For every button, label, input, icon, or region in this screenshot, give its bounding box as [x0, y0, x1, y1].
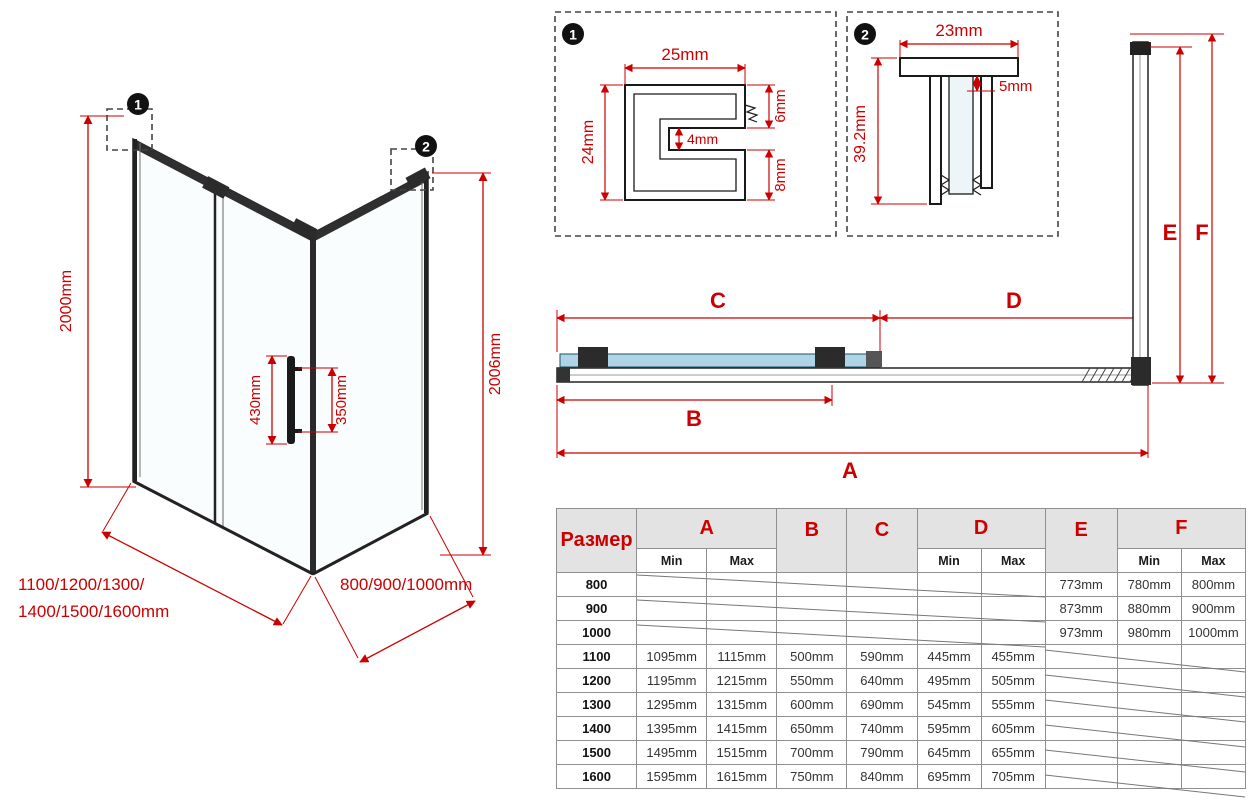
detail-1-view: 1 25mm 24: [554, 11, 837, 237]
iso-dimension-labels: 2000mm 2006mm 430mm 350mm 1100/1200/1300…: [18, 270, 504, 621]
door-handle: [287, 356, 302, 444]
size-cell: 1100: [555, 644, 638, 669]
glass-pane: [948, 65, 974, 195]
dim-handle-centers: 350mm: [333, 375, 350, 425]
seal-brush: [744, 104, 759, 123]
roller-carriage-left: [578, 347, 608, 367]
table-header-a: A: [636, 508, 778, 549]
detail-1-labels: 25mm 24mm 4mm 6mm 8mm: [580, 45, 789, 192]
table-header-e: E: [1044, 508, 1118, 573]
size-cell: 1300: [555, 692, 638, 717]
a-max-header: Max: [706, 548, 778, 573]
detail-1-callout-box: [106, 108, 153, 151]
dim-profile1-lower: 8mm: [772, 158, 789, 191]
detail-2-callout-box: [390, 148, 434, 191]
dim-height-right: 2006mm: [487, 333, 504, 395]
marker-2-number: 2: [422, 139, 430, 155]
roller-carriage-right: [815, 347, 845, 367]
f-min-header: Min: [1116, 548, 1182, 573]
marker-2-number: 2: [861, 27, 869, 43]
size-cell: 800: [555, 572, 638, 597]
profile-section-2: [899, 57, 1019, 205]
clip-right: [971, 174, 983, 196]
size-cell: 1600: [555, 764, 638, 789]
detail-1-dimensions: [600, 63, 775, 201]
dim-profile1-width: 25mm: [661, 45, 708, 64]
dim-profile2-width: 23mm: [935, 21, 982, 40]
detail-markers: 1 2: [106, 93, 437, 191]
side-panel-assembly: [1130, 41, 1151, 386]
profile-section-1: [624, 84, 759, 201]
table-header-size: Размер: [555, 508, 638, 573]
side-dimensions: [1130, 33, 1224, 384]
a-min-header: Min: [636, 548, 708, 573]
table-header-b: B: [776, 508, 848, 573]
frame-profiles: [132, 139, 429, 576]
marker-1-icon: [562, 23, 584, 45]
dim-label-b: B: [686, 406, 702, 431]
detail-2-view: 2 23mm 5mm 39.2mm: [846, 11, 1059, 237]
dim-handle-overall: 430mm: [247, 375, 264, 425]
dim-profile2-offset: 5mm: [999, 78, 1032, 95]
clip-left: [939, 174, 951, 196]
marker-1-number: 1: [569, 27, 577, 43]
plan-dimensions: [556, 310, 1149, 458]
size-table: Размер A B C D E F Min Max Min Max Min M…: [555, 508, 1247, 789]
side-dimension-labels: E F: [1163, 220, 1209, 245]
dim-width-options-line2: 1400/1500/1600mm: [18, 602, 169, 621]
dim-label-e: E: [1163, 220, 1178, 245]
track-end-cap: [557, 368, 570, 382]
dim-label-d: D: [1006, 288, 1022, 313]
table-header-f: F: [1116, 508, 1247, 549]
wall-profile-cap: [1130, 42, 1151, 55]
iso-dimensions: [80, 115, 491, 663]
dim-label-a: A: [842, 458, 858, 483]
plan-view: C D B A: [556, 288, 1149, 483]
dim-width-options-line1: 1100/1200/1300/: [18, 575, 145, 594]
d-min-header: Min: [916, 548, 982, 573]
f-max-header: Max: [1180, 548, 1247, 573]
door-end-bracket: [866, 351, 882, 367]
dim-profile1-height: 24mm: [580, 120, 597, 164]
marker-2-icon: [854, 23, 876, 45]
dim-label-f: F: [1195, 220, 1208, 245]
detail-2-labels: 23mm 5mm 39.2mm: [852, 21, 1032, 163]
size-cell: 1400: [555, 716, 638, 741]
marker-2-icon: [415, 135, 437, 157]
iso-view: 1 2: [18, 93, 504, 663]
dim-depth-options: 800/900/1000mm: [340, 575, 472, 594]
dim-label-c: C: [710, 288, 726, 313]
detail-2-dimensions: [871, 39, 1019, 205]
size-cell: 1000: [555, 620, 638, 645]
track-assembly: [556, 347, 1149, 383]
side-panel-view: E F: [1130, 33, 1224, 386]
detail-1-border: [554, 11, 837, 237]
detail-2-border: [846, 11, 1059, 237]
plan-dimension-labels: C D B A: [686, 288, 1022, 483]
marker-1-icon: [127, 93, 149, 115]
marker-1-number: 1: [134, 97, 142, 113]
table-header-d: D: [916, 508, 1046, 549]
dim-profile2-height: 39.2mm: [852, 105, 869, 163]
size-cell: 1500: [555, 740, 638, 765]
dim-height-left: 2000mm: [58, 270, 75, 332]
size-cell: 1200: [555, 668, 638, 693]
size-table-wrapper: Размер A B C D E F Min Max Min Max Min M…: [555, 508, 1248, 800]
d-max-header: Max: [980, 548, 1046, 573]
dim-profile1-slot: 4mm: [687, 131, 718, 147]
dim-profile1-upper: 6mm: [772, 89, 789, 122]
corner-joint: [1131, 357, 1151, 385]
size-cell: 900: [555, 596, 638, 621]
roller-brackets: [202, 167, 431, 241]
table-header-c: C: [846, 508, 918, 573]
